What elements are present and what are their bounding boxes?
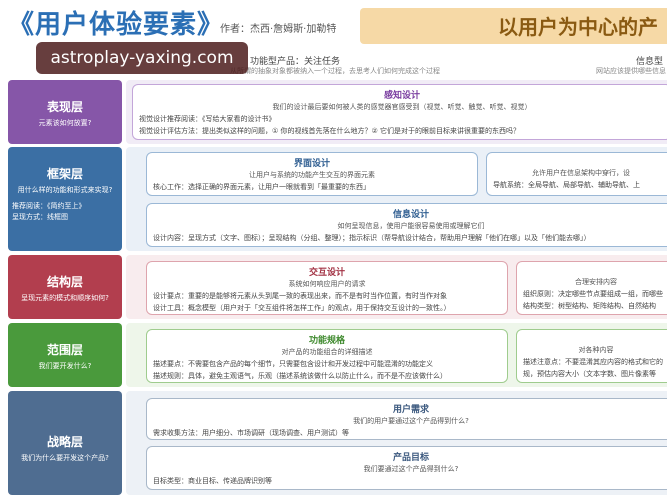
box-desc: 允许用户在信息架构中穿行，设: [532, 169, 630, 177]
layer-name: 结构层: [46, 275, 83, 289]
box-desc: 如何呈现信息，使用户能很容易使用或理解它们: [337, 222, 485, 230]
box-row: 设计要点：重要的是能够将元素从头到尾一致的表现出来，而不是有时当作位置，有时当作…: [153, 292, 447, 300]
box-row: 结构类型：树型结构、矩阵结构、自然结构: [523, 302, 656, 310]
layer-skeleton: 框架层 用什么样的功能和形式来实现? 推荐阅读：《简约至上》 呈现方式：线框图: [8, 147, 122, 251]
box-navigation-design: 允许用户在信息架构中穿行，设 导航系统：全局导航、局部导航、辅助导航、上: [486, 152, 667, 196]
layer-question: 我们为什么要开发这个产品?: [21, 454, 109, 462]
box-desc: 让用户与系统的功能产生交互的界面元素: [249, 171, 375, 179]
box-row: 设计内容：呈现方式（文字、图标）；呈现结构（分组、整理）；指示标识（帮导航设计结…: [153, 234, 591, 242]
box-functional-spec: 功能规格 对产品的功能组合的详细描述 描述要点：不需要包含产品的每个细节，只需要…: [146, 329, 508, 383]
box-row: 需求收集方法：用户细分、市场调研（现场调查、用户测试）等: [153, 429, 349, 437]
layer-scope: 范围层 我们要开发什么?: [8, 323, 122, 387]
box-desc: 对产品的功能组合的详细描述: [281, 348, 373, 356]
box-row: 组织原则：决定哪些节点要组成一组，而哪些: [523, 290, 663, 298]
box-sensory-design: 感知设计 我们的设计最后要如何被人类的感觉器官感受到（视觉、听觉、触觉、听觉、视…: [132, 84, 667, 140]
box-row: 视觉设计推荐阅读：《写给大家看的设计书》: [139, 115, 276, 123]
box-row: 规，预估内容大小（文本字数、图片像素等: [523, 370, 656, 378]
box-title: 感知设计: [383, 91, 420, 101]
box-title: 功能规格: [308, 336, 345, 346]
box-title: 用户需求: [392, 405, 429, 415]
box-desc: 我们要通过这个产品得到什么?: [363, 465, 459, 473]
page-title: 《用户体验要素》: [8, 10, 225, 40]
layer-name: 表现层: [46, 100, 83, 114]
box-desc: 系统如何响应用户的请求: [288, 280, 366, 288]
box-information-design: 信息设计 如何呈现信息，使用户能很容易使用或理解它们 设计内容：呈现方式（文字、…: [146, 203, 667, 247]
box-desc: 我们的设计最后要如何被人类的感觉器官感受到（视觉、听觉、触觉、听觉、视觉）: [272, 103, 532, 111]
box-row: 描述规则：具体，避免主观语气，乐观（描述系统该做什么以防止什么，而不是不应该做什…: [153, 372, 447, 380]
box-title: 产品目标: [392, 453, 429, 463]
column-head-functional: 功能型产品：关注任务: [250, 57, 341, 67]
column-head-information: 信息型: [636, 57, 664, 67]
layer-strategy: 战略层 我们为什么要开发这个产品?: [8, 391, 122, 495]
layer-question: 用什么样的功能和形式来实现?: [17, 186, 113, 194]
box-row: 目标类型：商业目标、传递品牌识别等: [153, 477, 272, 485]
box-row: 描述注意点：不要混淆其应内容的格式和它的: [523, 358, 663, 366]
box-content-requirements: 对各种内容 描述注意点：不要混淆其应内容的格式和它的 规，预估内容大小（文本字数…: [516, 329, 667, 383]
box-interface-design: 界面设计 让用户与系统的功能产生交互的界面元素 核心工作：选择正确的界面元素，让…: [146, 152, 478, 196]
box-user-needs: 用户需求 我们的用户要通过这个产品得到什么? 需求收集方法：用户细分、市场调研（…: [146, 398, 667, 440]
box-title: 交互设计: [308, 268, 345, 278]
box-desc: 对各种内容: [578, 346, 614, 354]
column-sub-functional: 从所谓的抽象对象都被纳入一个过程，去思考人们如何完成这个过程: [230, 67, 440, 75]
box-desc: 合理安排内容: [575, 278, 617, 286]
banner-text: 以用户为中心的产: [498, 15, 658, 39]
layer-question: 我们要开发什么?: [38, 362, 92, 370]
watermark-badge: astroplay-yaxing.com: [36, 42, 248, 74]
box-interaction-design: 交互设计 系统如何响应用户的请求 设计要点：重要的是能够将元素从头到尾一致的表现…: [146, 261, 508, 315]
layer-question: 元素该如何放置?: [38, 119, 92, 127]
layer-extra-format: 呈现方式：线框图: [12, 212, 68, 221]
layer-question: 呈现元素的模式和顺序如何?: [21, 294, 109, 302]
banner: [360, 8, 667, 44]
box-row: 视觉设计评估方法：提出类似这样的问题，① 你的视线首先落在什么地方？② 它们是对…: [139, 127, 520, 135]
layer-extra-reading: 推荐阅读：《简约至上》: [12, 202, 86, 211]
box-desc: 我们的用户要通过这个产品得到什么?: [353, 417, 469, 425]
layer-name: 战略层: [46, 435, 83, 449]
box-information-architecture: 合理安排内容 组织原则：决定哪些节点要组成一组，而哪些 结构类型：树型结构、矩阵…: [516, 261, 667, 315]
box-row: 核心工作：选择正确的界面元素，让用户一眼就看到「最重要的东西」: [153, 183, 370, 191]
box-row: 设计工具：概念模型（用户对于「交互组件将怎样工作」的观点，用于保持交互设计的一致…: [153, 304, 451, 312]
layer-structure: 结构层 呈现元素的模式和顺序如何?: [8, 255, 122, 319]
layer-name: 范围层: [46, 343, 83, 357]
box-row: 描述要点：不需要包含产品的每个细节，只需要包含设计和开发过程中可能混淆的功能定义: [153, 360, 433, 368]
box-title: 信息设计: [392, 210, 429, 220]
layer-name: 框架层: [46, 167, 83, 181]
layer-surface: 表现层 元素该如何放置?: [8, 80, 122, 144]
box-product-goals: 产品目标 我们要通过这个产品得到什么? 目标类型：商业目标、传递品牌识别等: [146, 446, 667, 490]
author-label: 作者：杰西·詹姆斯·加勒特: [220, 24, 337, 35]
box-row: 导航系统：全局导航、局部导航、辅助导航、上: [493, 181, 640, 189]
column-sub-information: 网站应该提供哪些信息: [596, 67, 666, 75]
box-title: 界面设计: [293, 159, 330, 169]
